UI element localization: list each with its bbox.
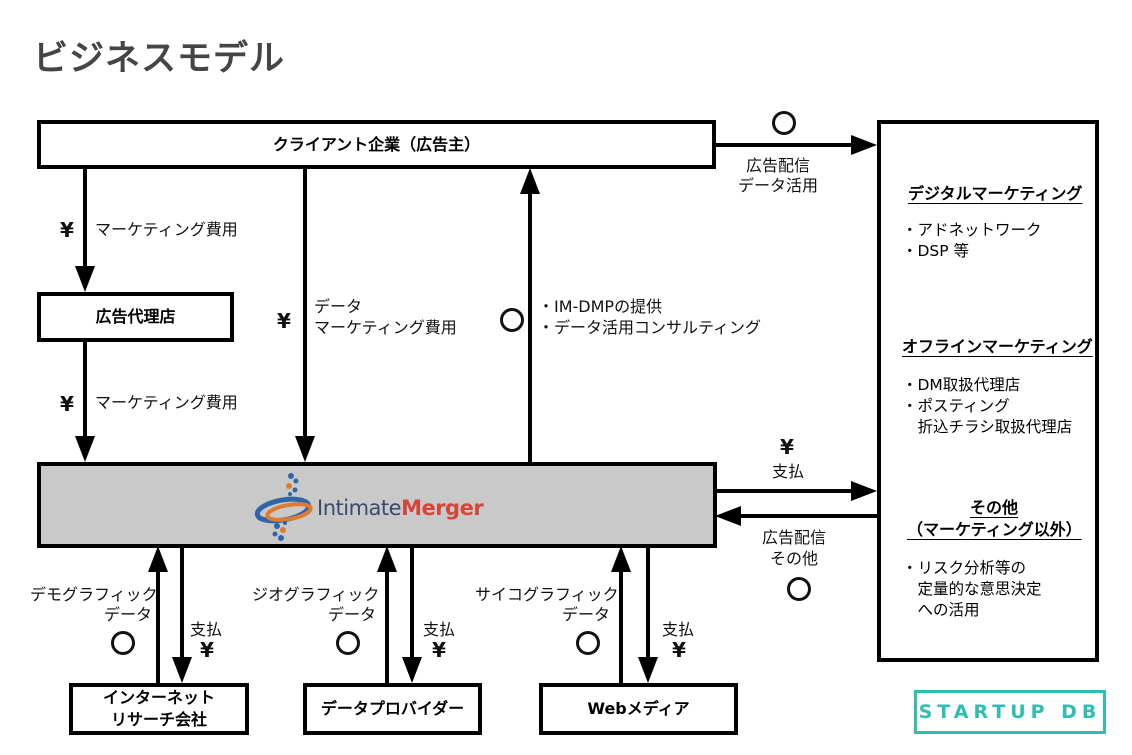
data-provider-label: データプロバイダー (320, 699, 465, 718)
digital-marketing-heading: デジタルマーケティング (908, 184, 1083, 203)
demographic-label-2: データ (104, 605, 153, 624)
circle-symbol (336, 631, 360, 655)
circle-symbol (111, 631, 135, 655)
im-to-client-label-2: ・データ活用コンサルティング (538, 318, 762, 337)
right-to-im-label-2: その他 (770, 549, 819, 568)
arrowhead (402, 657, 422, 683)
geographic-label-2: データ (328, 605, 377, 624)
im-to-client-label-1: ・IM-DMPの提供 (538, 297, 663, 316)
agency-label: 広告代理店 (95, 307, 176, 326)
startup-db-watermark: STARTUP DB (914, 690, 1106, 734)
arrowhead (172, 657, 192, 683)
intimate-merger-logo: IntimateMerger (253, 468, 484, 548)
agency-to-im-label: マーケティング費用 (95, 393, 238, 412)
demographic-label-1: デモグラフィック (30, 585, 158, 604)
circle-symbol (787, 577, 811, 601)
internet-research-label-2: リサーチ会社 (110, 710, 207, 729)
circle-symbol (772, 111, 796, 135)
internet-research-label-1: インターネット (102, 688, 215, 707)
client-to-right-label-2: データ活用 (738, 176, 819, 195)
arrowhead (377, 546, 397, 572)
intimate-merger-box (37, 462, 717, 548)
arrowhead (851, 135, 877, 155)
data-provider-box: データプロバイダー (303, 683, 482, 735)
offline-marketing-heading: オフラインマーケティング (902, 337, 1093, 356)
arrowhead (520, 168, 540, 194)
yen-symbol: ¥ (200, 638, 214, 662)
other-heading-2: （マーケティング以外） (907, 520, 1082, 539)
offline-marketing-items: ・DM取扱代理店 ・ポスティング 折込チラシ取扱代理店 (902, 376, 1073, 436)
arrowhead (611, 546, 631, 572)
web-media-box: Webメディア (539, 683, 738, 735)
yen-symbol: ¥ (277, 309, 291, 333)
yen-symbol: ¥ (432, 638, 446, 662)
right-targets-box (877, 120, 1099, 662)
client-to-im-label-1: データ (314, 297, 363, 316)
other-heading-1: その他 (970, 498, 1019, 517)
psychographic-label-1: サイコグラフィック (475, 585, 619, 604)
payment-label: 支払 (662, 620, 695, 639)
arrowhead (148, 546, 168, 572)
arrowhead (715, 506, 741, 526)
im-to-right-label: 支払 (772, 462, 805, 481)
psychographic-label-2: データ (562, 605, 611, 624)
digital-marketing-items: ・アドネットワーク ・DSP 等 (902, 221, 1042, 260)
agency-box: 広告代理店 (37, 292, 234, 342)
logo-swirl-icon (254, 473, 313, 541)
circle-symbol (500, 308, 524, 332)
arrowhead (75, 266, 95, 292)
client-to-im-label-2: マーケティング費用 (314, 318, 457, 337)
arrowhead (851, 481, 877, 501)
web-media-label: Webメディア (587, 699, 690, 718)
right-to-im-label-1: 広告配信 (762, 528, 827, 547)
internet-research-box: インターネット リサーチ会社 (69, 683, 249, 735)
arrowhead (295, 436, 315, 462)
yen-symbol: ¥ (672, 638, 686, 662)
client-to-right-label-1: 広告配信 (746, 156, 811, 175)
yen-symbol: ¥ (60, 218, 74, 242)
client-to-agency-label: マーケティング費用 (95, 220, 238, 239)
yen-symbol: ¥ (780, 435, 794, 459)
arrowhead (75, 436, 95, 462)
other-items: ・リスク分析等の 定量的な意思決定 への活用 (902, 559, 1042, 619)
arrowhead (638, 657, 658, 683)
payment-label: 支払 (423, 620, 456, 639)
yen-symbol: ¥ (60, 392, 74, 416)
payment-label: 支払 (190, 620, 223, 639)
logo-wordmark: IntimateMerger (317, 496, 484, 520)
geographic-label-1: ジオグラフィック (252, 585, 380, 604)
page-title: ビジネスモデル (33, 39, 286, 79)
client-box: クライアント企業（広告主） (37, 120, 716, 169)
client-label: クライアント企業（広告主） (272, 134, 481, 154)
circle-symbol (576, 631, 600, 655)
